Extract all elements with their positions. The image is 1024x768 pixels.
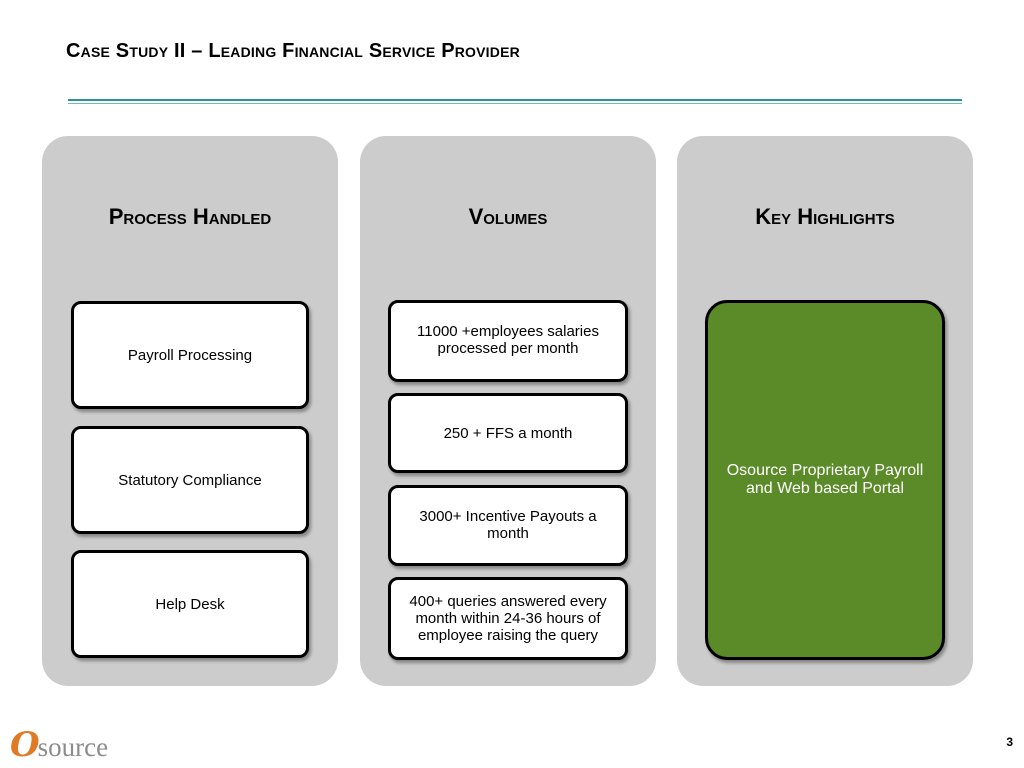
volume-card-label: 250 + FFS a month [443,424,573,442]
process-card-helpdesk: Help Desk [71,550,309,658]
slide-title: Case Study II – Leading Financial Servic… [66,40,520,62]
volumes-column: Volumes 11000 +employees salaries proces… [360,136,656,686]
process-card-statutory: Statutory Compliance [71,426,309,534]
volumes-heading: Volumes [468,204,548,229]
logo-wordmark: source [37,732,109,762]
process-handled-column: Process Handled Payroll Processing Statu… [42,136,338,686]
volume-card-label: 400+ queries answered every month within… [409,593,607,644]
key-highlights-column: Key Highlights Osource Proprietary Payro… [677,136,973,686]
volume-card-salaries: 11000 +employees salaries processed per … [388,300,628,382]
osource-logo: O source [10,722,108,762]
volume-card-queries: 400+ queries answered every month within… [388,577,628,660]
volume-card-label: 3000+ Incentive Payouts a month [419,508,597,542]
title-divider [68,99,962,101]
volume-card-incentives: 3000+ Incentive Payouts a month [388,485,628,566]
volume-card-label: 11000 +employees salaries processed per … [417,323,599,357]
title-divider-thin [68,103,962,104]
logo-initial: O [10,725,40,765]
volume-card-ffs: 250 + FFS a month [388,393,628,473]
process-handled-heading: Process Handled [108,204,272,229]
highlight-card-portal: Osource Proprietary Payroll and Web base… [705,300,945,660]
key-highlights-heading: Key Highlights [755,204,895,229]
process-card-label: Help Desk [155,595,225,613]
process-card-label: Payroll Processing [127,346,253,364]
page-number: 3 [1006,735,1013,749]
highlight-card-label: Osource Proprietary Payroll and Web base… [726,462,924,497]
process-card-payroll: Payroll Processing [71,301,309,409]
process-card-label: Statutory Compliance [118,471,262,489]
